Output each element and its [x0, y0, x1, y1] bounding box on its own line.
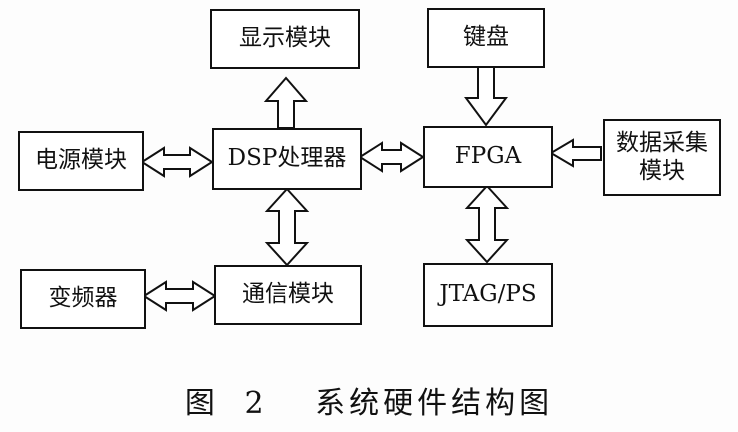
display-module-label: 显示模块 [239, 25, 331, 52]
keyboard-block: 键盘 [427, 8, 545, 68]
comm-module-block: 通信模块 [214, 265, 362, 325]
arrow-fpga-jtag [464, 184, 510, 264]
power-module-label: 电源模块 [35, 147, 127, 174]
figure-caption-number: 2 [244, 386, 268, 421]
keyboard-label: 键盘 [463, 24, 509, 51]
fpga-block: FPGA [423, 126, 553, 188]
arrow-inverter-comm [142, 280, 217, 312]
arrow-keyboard-to-fpga [464, 66, 508, 127]
arrow-acquisition-to-fpga [549, 138, 602, 168]
jtag-ps-label: JTAG/PS [439, 281, 537, 308]
dsp-processor-block: DSP处理器 [212, 128, 362, 190]
display-module-block: 显示模块 [210, 9, 360, 69]
data-acquisition-label-line1: 数据采集 [616, 129, 708, 156]
figure-caption-title: 系统硬件结构图 [315, 386, 554, 421]
inverter-label: 变频器 [48, 285, 118, 312]
figure-caption-prefix: 图 [184, 386, 219, 421]
data-acquisition-label-line2: 模块 [639, 157, 685, 184]
inverter-block: 变频器 [20, 269, 146, 329]
arrow-power-dsp [140, 146, 214, 178]
comm-module-label: 通信模块 [242, 281, 334, 308]
arrow-dsp-comm [264, 187, 310, 267]
dsp-processor-label: DSP处理器 [227, 145, 347, 172]
jtag-ps-block: JTAG/PS [423, 263, 553, 327]
power-module-block: 电源模块 [18, 131, 144, 191]
figure-caption: 图 2 系统硬件结构图 [0, 378, 738, 422]
fpga-label: FPGA [454, 143, 522, 170]
arrow-dsp-fpga [358, 141, 425, 173]
data-acquisition-block: 数据采集 模块 [603, 119, 721, 196]
arrow-dsp-to-display [263, 76, 309, 129]
